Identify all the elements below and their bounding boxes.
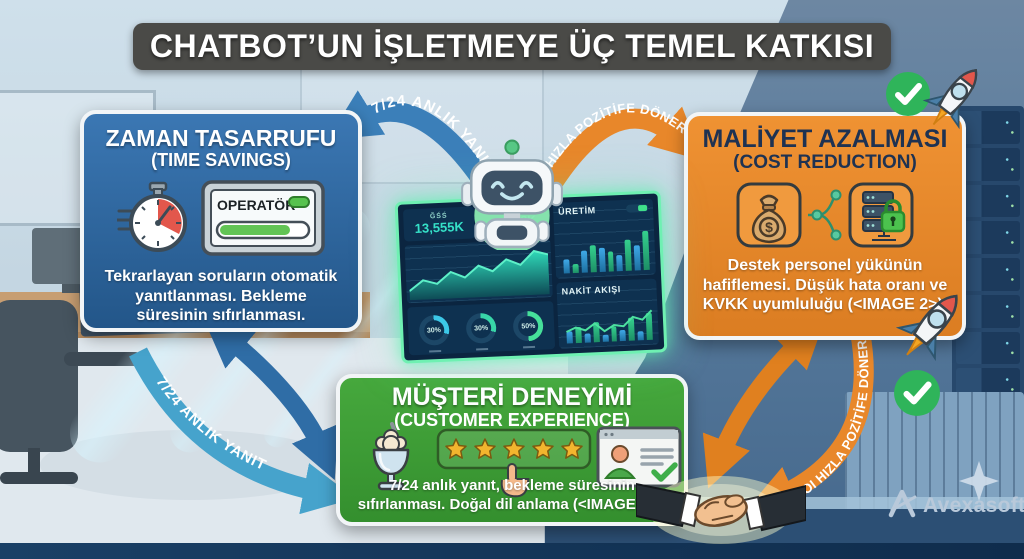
avexasoft-logo-text: Avexasoft <box>923 494 1024 517</box>
money-bag-icon: $ <box>736 182 802 248</box>
analytics-dashboard: ĞŚŚ 13,555K ▲2,88K 30%3 <box>394 190 668 364</box>
office-chair <box>0 300 78 452</box>
star-icon <box>445 438 583 459</box>
production-chart: ÜRETİM <box>552 198 657 279</box>
customer-experience-subtitle: (CUSTOMER EXPERIENCE) <box>394 410 630 431</box>
cost-reduction-body: Destek personel yükünün hafiflemesi. Düş… <box>702 257 948 314</box>
pointer-hand-icon <box>500 463 530 498</box>
bar <box>580 250 588 273</box>
rocket-icon <box>922 69 978 130</box>
office-chair-base <box>0 472 78 484</box>
cost-reduction-subtitle: (COST REDUCTION) <box>733 152 917 174</box>
bar <box>616 254 624 272</box>
monitor-stand <box>62 284 82 293</box>
secure-server-icon <box>848 182 914 248</box>
donut-value: 50% <box>521 322 536 330</box>
bar <box>607 250 615 272</box>
check-icon <box>894 370 940 416</box>
star-rating <box>436 428 592 498</box>
cashflow-chart: NAKİT AKIŞI <box>556 278 660 349</box>
time-savings-box: ZAMAN TASARRUFU (TIME SAVINGS) <box>80 110 362 332</box>
avexasoft-logo: Avexasoft <box>888 461 1024 518</box>
operator-label: OPERATÖR <box>217 197 295 213</box>
donut-value: 30% <box>474 324 489 333</box>
handshake-icon <box>636 476 806 544</box>
bar <box>624 240 633 271</box>
page-title: CHATBOT’UN İŞLETMEYE ÜÇ TEMEL KATKISI <box>149 28 875 64</box>
customer-experience-title: MÜŞTERİ DENEYİMİ <box>391 383 633 411</box>
id-card-icon <box>596 426 682 488</box>
bottom-bar <box>0 543 1024 559</box>
donut-chart: 50% <box>512 310 545 349</box>
stopwatch-icon <box>117 181 187 253</box>
title-banner: CHATBOT’UN İŞLETMEYE ÜÇ TEMEL KATKISI <box>133 23 891 70</box>
server-unit <box>956 147 1020 181</box>
avexasoft-logo-mark <box>888 489 917 518</box>
server-unit <box>956 294 1020 328</box>
cost-reduction-title: MALİYET AZALMASI <box>702 125 948 153</box>
donut-chart: 30% <box>465 312 497 351</box>
chatbot-robot-icon <box>461 139 563 250</box>
rocket-icon <box>895 294 958 362</box>
server-unit <box>956 331 1020 365</box>
check-icon <box>886 72 930 116</box>
server-unit <box>956 111 1020 144</box>
donut-chart: 30% <box>418 314 450 353</box>
time-savings-subtitle: (TIME SAVINGS) <box>151 150 291 171</box>
customer-experience-box: MÜŞTERİ DENEYİMİ (CUSTOMER EXPERIENCE) <box>336 374 688 526</box>
milkshake-icon <box>372 422 410 491</box>
revenue-area-chart <box>404 239 553 304</box>
svg-text:$: $ <box>765 219 773 235</box>
bar <box>563 259 570 274</box>
donut-charts: 30% 30% 50% <box>407 301 556 356</box>
cashflow-title: NAKİT AKIŞI <box>561 284 622 297</box>
time-savings-body: Tekrarlayan soruların otomatik yanıtlanm… <box>104 268 338 325</box>
donut-value: 30% <box>426 326 442 335</box>
bar <box>633 244 641 271</box>
stat-value: 13,555K <box>414 218 465 237</box>
network-connector-icon <box>808 189 842 241</box>
bar <box>572 263 579 274</box>
server-unit <box>956 258 1020 291</box>
time-savings-title: ZAMAN TASARRUFU <box>105 125 337 151</box>
bar <box>598 247 606 273</box>
server-unit <box>956 221 1020 254</box>
customer-experience-body: 7/24 anlık yanıt, bekleme süresinin sıfı… <box>357 477 667 513</box>
cost-reduction-box: MALİYET AZALMASI (COST REDUCTION) $ <box>684 112 966 340</box>
server-unit <box>956 184 1020 218</box>
toggle-switch <box>625 203 649 213</box>
bar <box>642 231 650 271</box>
sparkle-icon <box>959 461 999 501</box>
operator-panel-icon: OPERATÖR <box>201 180 325 256</box>
office-chair-pole <box>28 448 40 478</box>
bar <box>589 245 597 273</box>
